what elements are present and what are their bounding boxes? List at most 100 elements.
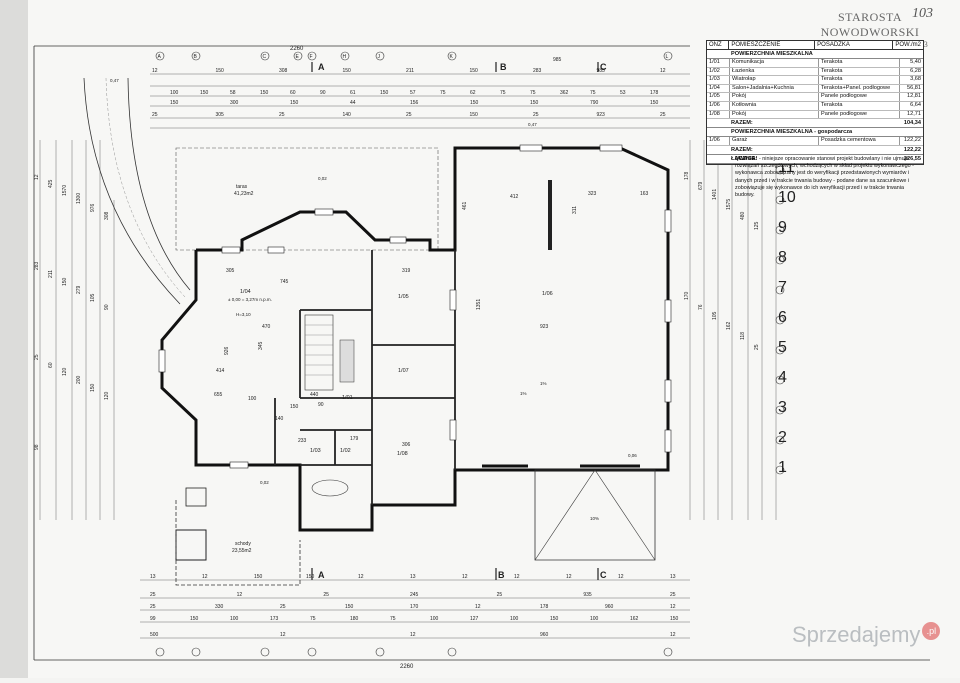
- note-title: UWAGA!: [735, 156, 758, 162]
- axis-label-k: K: [450, 54, 454, 60]
- dim-top1-val-4: 211: [406, 68, 414, 74]
- total-living-label: RAZEM:: [731, 120, 753, 127]
- room-no: 1/03: [707, 76, 730, 84]
- dim-top2-val-6: 61: [350, 90, 356, 96]
- axis-right-circle-2: [775, 435, 785, 445]
- inner-dim-19: 140: [275, 416, 284, 422]
- inner-dim-20: 150: [290, 404, 299, 410]
- dim-bot3-val-8: 12: [670, 604, 676, 610]
- total-utility-value: 122,22: [903, 146, 921, 153]
- left-dim-1: 425: [48, 179, 54, 188]
- right-dim-10: 118: [740, 332, 746, 340]
- dim-bot4-val-1: 150: [190, 616, 199, 622]
- dim-top3-val-3: 44: [350, 100, 356, 106]
- dim-bot4-val-13: 150: [670, 616, 679, 622]
- inner-dim-10: 319: [402, 268, 411, 274]
- dim-bot3-val-0: 25: [150, 604, 156, 610]
- dim-top2-val-4: 60: [290, 90, 296, 96]
- axis-right-circle-8: [775, 255, 785, 265]
- overall-width-top: 2260: [290, 46, 304, 52]
- dim-bot3-val-3: 150: [345, 604, 354, 610]
- room-height-1-04: H=3,10: [236, 312, 251, 317]
- dim-bot4-val-2: 100: [230, 616, 239, 622]
- dim-bot5-val-4: 12: [670, 632, 676, 638]
- total-living-value: 104,34: [903, 120, 921, 127]
- room-floor: Terakota: [819, 67, 900, 76]
- inner-dim-5: 926: [224, 346, 230, 355]
- room-name: Pokój: [730, 110, 819, 119]
- dim-bot5-val-0: 500: [150, 632, 159, 638]
- watermark-brand: Sprzedajemy: [792, 622, 921, 647]
- right-dim-2: 1401: [712, 189, 718, 200]
- axis-right-circle-10: [775, 195, 785, 205]
- room-area: 56,81: [907, 84, 921, 91]
- room-floor: Panele podłogowe: [819, 110, 900, 119]
- outdoor-pillar: [185, 487, 207, 507]
- dim-top2-val-1: 150: [200, 90, 209, 96]
- dim-bot2-val-2: 25: [323, 592, 329, 598]
- right-dim-4: 480: [740, 211, 746, 220]
- axis-right-circle-3: [775, 405, 785, 415]
- room-name: Wiatrołap: [730, 76, 819, 84]
- axis-right-circle-4: [775, 375, 785, 385]
- dim-bot4-val-12: 162: [630, 616, 639, 622]
- room-area: 122,22: [903, 137, 921, 144]
- dim-bot3-val-6: 178: [540, 604, 549, 610]
- left-dim-2: 1570: [62, 185, 68, 196]
- dim-top3-val-2: 150: [290, 100, 299, 106]
- dim-bot4-val-5: 180: [350, 616, 359, 622]
- inner-dim-4: 655: [214, 392, 223, 398]
- dim-top4-val-7: 923: [597, 112, 606, 118]
- dim-bot1-val-10: 13: [670, 574, 676, 580]
- axis-right-circle-1: [775, 465, 785, 475]
- room-no: 1/05: [707, 93, 730, 101]
- inner-dim-12: 323: [588, 191, 597, 197]
- dim-bot1-val-8: 12: [566, 574, 572, 580]
- room-floor: Posadzka cementowa: [819, 137, 900, 145]
- dim-top3-val-4: 156: [410, 100, 419, 106]
- watermark-tld: .pl: [922, 622, 941, 640]
- dim-bot4-val-9: 100: [510, 616, 519, 622]
- room-name: Łazienka: [730, 67, 819, 76]
- room-area: 6,28: [910, 67, 921, 74]
- dim-bot1-val-3: 150: [306, 574, 315, 580]
- dim-top2-val-7: 150: [380, 90, 389, 96]
- left-dim-0: 12: [34, 174, 40, 180]
- dimension-text-left: 1242515701300976308283211150279105902560…: [34, 174, 110, 450]
- axis-right-label-2: 2: [778, 429, 787, 446]
- dim-bot5-val-1: 12: [280, 632, 286, 638]
- slope-labels: 1% 1% 10% 0,47 0,02 0,06 0,47 0,02: [110, 78, 637, 521]
- room-floor: Terakota+Panel. podłogowe: [819, 84, 900, 93]
- dim-top2-val-12: 75: [530, 90, 536, 96]
- inner-dim-3: 414: [216, 368, 225, 374]
- stairs-label: schody: [235, 541, 251, 547]
- dim-top1-val-6: 283: [533, 68, 542, 74]
- left-dim-5: 308: [104, 211, 110, 220]
- room-schedule-table: ONZ POMIESZCZENIE POSADZKA POW./m2 POWIE…: [706, 40, 924, 165]
- left-dim-14: 120: [62, 367, 68, 376]
- room-label-1-01: 1/01: [342, 395, 353, 401]
- room-floor: Terakota: [819, 101, 900, 110]
- inner-dim-7: 440: [310, 392, 319, 398]
- section-cut-lines: [311, 62, 599, 580]
- room-area: 12,71: [907, 110, 921, 117]
- room-level-1-04: ± 0,00 = 3,27m n.p.m.: [228, 297, 272, 302]
- left-dim-11: 90: [104, 304, 110, 310]
- dim-bot1-val-9: 12: [618, 574, 624, 580]
- left-dim-12: 25: [34, 354, 40, 360]
- right-dim-11: 25: [754, 344, 760, 350]
- grand-total-label: ŁĄCZNIE:: [731, 155, 758, 162]
- room-area: 6,64: [910, 101, 921, 108]
- dim-top2-val-16: 178: [650, 90, 659, 96]
- room-table-header: ONZ POMIESZCZENIE POSADZKA POW./m2: [707, 41, 923, 50]
- left-dim-3: 1300: [76, 193, 82, 204]
- axis-right-label-4: 4: [778, 369, 787, 386]
- room-label-1-05: 1/05: [398, 294, 409, 300]
- dim-bot2-val-6: 25: [670, 592, 676, 598]
- dim-top4-val-1: 305: [216, 112, 225, 118]
